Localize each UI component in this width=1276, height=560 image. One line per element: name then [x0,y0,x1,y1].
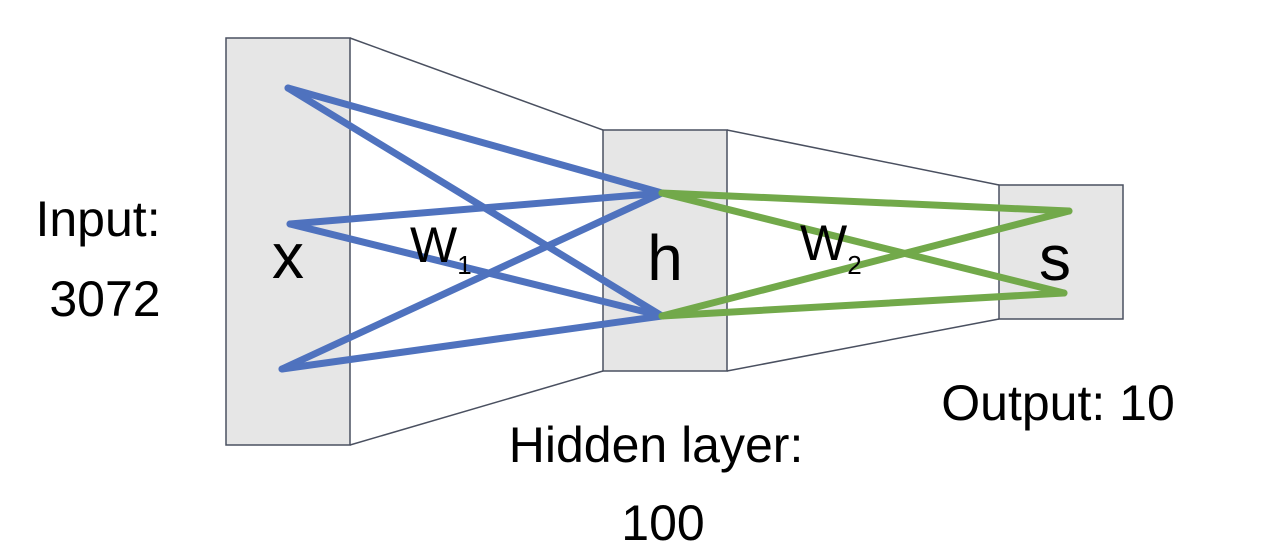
connector-hidden-output-bottom [726,318,1000,372]
edge-w1 [278,312,666,373]
edge-w1 [286,189,666,228]
input-layer-box [225,37,351,446]
edge-w1 [286,220,666,320]
input-caption-line-2: 3072 [49,271,160,327]
connector-input-hidden-bottom [349,370,604,446]
edge-w2 [658,189,1073,215]
edge-w1 [284,84,666,197]
input-symbol: x [272,220,304,292]
edge-w2 [658,207,1073,320]
output-caption: Output: 10 [941,375,1175,431]
edge-w2 [658,189,1068,297]
connector-input-hidden-top [349,37,604,131]
hidden-symbol: h [647,222,683,294]
w2-letter: W [800,215,848,271]
hidden-layer-box [602,129,728,372]
input-caption-line-1: Input: [35,191,160,247]
w1-subscript: 1 [457,250,471,280]
hidden-caption: Hidden layer: 100 [509,417,818,551]
w1-letter: W [410,217,458,273]
w1-edges [278,84,666,373]
w2-label: W2 [800,215,862,280]
edge-w2 [658,289,1068,320]
connector-hidden-output-top [726,129,1000,186]
edge-w1 [278,189,666,373]
w1-label: W1 [410,217,472,280]
hidden-caption-line-2: 100 [621,495,704,551]
block-connectors [349,37,1000,446]
w2-subscript: 2 [847,250,861,280]
edge-w1 [284,84,666,320]
w2-edges [658,189,1073,320]
hidden-caption-line-1: Hidden layer: [509,417,804,473]
output-symbol: s [1039,222,1071,294]
input-caption: Input: 3072 [35,191,174,327]
